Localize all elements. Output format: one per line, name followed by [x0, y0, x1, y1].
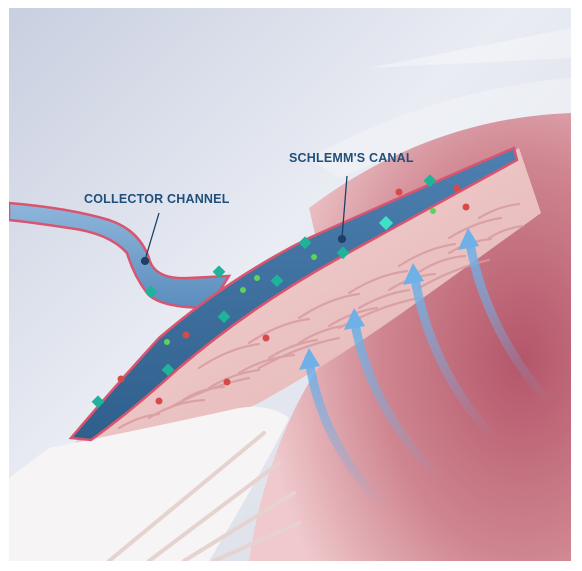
particle-icon [224, 379, 231, 386]
particle-icon [263, 335, 270, 342]
illustration-frame: COLLECTOR CHANNEL SCHLEMM'S CANAL [9, 8, 571, 561]
particle-icon [254, 275, 260, 281]
particle-icon [430, 208, 436, 214]
aqueous-outflow-illustration: COLLECTOR CHANNEL SCHLEMM'S CANAL [9, 8, 571, 561]
particle-icon [311, 254, 317, 260]
particle-icon [463, 204, 470, 211]
schlemms-canal-leader-dot [339, 236, 346, 243]
collector-channel-label: COLLECTOR CHANNEL [84, 192, 230, 206]
collector-channel-leader-dot [142, 258, 149, 265]
particle-icon [118, 376, 125, 383]
particle-icon [454, 185, 461, 192]
particle-icon [164, 339, 170, 345]
particle-icon [240, 287, 246, 293]
particle-icon [156, 398, 163, 405]
particle-icon [396, 189, 403, 196]
schlemms-canal-label: SCHLEMM'S CANAL [289, 151, 414, 165]
particle-icon [183, 332, 190, 339]
